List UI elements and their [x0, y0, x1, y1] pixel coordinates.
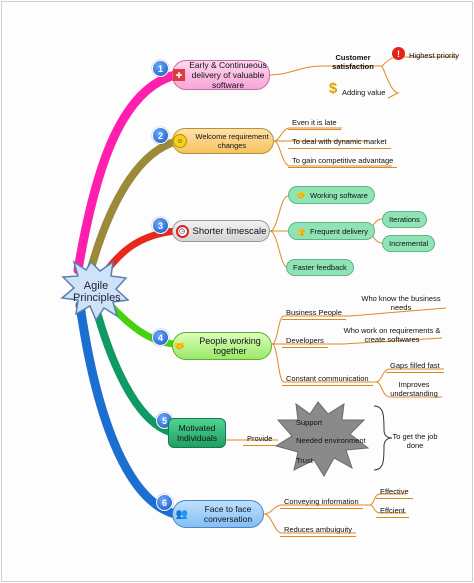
exclamation-icon: !	[392, 47, 405, 60]
branch-1-number: 1	[152, 60, 169, 77]
branch-5-label: Motivated Individuals	[176, 423, 218, 443]
branch-4-number: 4	[152, 329, 169, 346]
b3-incremental: Incremental	[382, 235, 436, 252]
branch-6-node[interactable]: 👥 Face to face conversation	[172, 500, 264, 528]
b4-developers: Developers	[282, 334, 328, 348]
b5-needed-environment: Needed environment	[296, 436, 366, 445]
b6-connector	[263, 504, 370, 534]
branch-2-line	[86, 137, 182, 276]
gift-icon: ✚	[173, 69, 185, 81]
b4-improves-understanding: Improves understanding	[390, 380, 438, 398]
central-node: Agile Principles	[64, 276, 128, 308]
central-star-shape	[60, 260, 130, 322]
b4-business-people: Business People	[282, 306, 346, 320]
b3-working-label: Working software	[310, 190, 368, 200]
b1-customer-satisfaction: Customer satisfaction	[332, 53, 374, 71]
smiley-icon: ☺	[173, 134, 187, 148]
branch-1-label: Early & Continueous delivery of valuable…	[189, 60, 267, 90]
dollar-icon: $	[328, 79, 338, 97]
b1-leaf-highest-priority: Highest priority	[409, 51, 460, 60]
b5-support: Support	[296, 418, 323, 427]
people-icon: 👥	[175, 508, 189, 520]
b5-trust: Trust	[296, 456, 313, 465]
handshake-icon: 🤝	[296, 190, 306, 200]
central-label: Agile Principles	[73, 280, 121, 304]
branch-2-node[interactable]: ☺ Welcome requirement changes	[172, 128, 274, 154]
b3-faster-feedback: Faster feedback	[286, 259, 354, 276]
b6-note-connector	[369, 493, 406, 514]
b2-leaf-dynamic-market: To deal with dynamic market	[288, 135, 391, 149]
b3-connector	[269, 195, 289, 269]
branch-3-number: 3	[152, 217, 169, 234]
branch-4-node[interactable]: 🤝 People working together	[172, 332, 272, 360]
branch-3-label: Shorter timescale	[192, 225, 267, 237]
b1-leaf-connector	[381, 56, 458, 99]
branch-6-label: Face to face conversation	[203, 504, 253, 524]
thumbs-up-icon: 👍	[296, 226, 306, 236]
b3-working-software: 🤝 Working software	[288, 186, 375, 204]
b4-business-note: Who know the business needs	[361, 294, 441, 312]
b2-leaf-even-late: Even it is late	[288, 116, 341, 130]
b2-leaf-competitive: To gain competitive advantage	[288, 154, 398, 168]
branch-2-label: Welcome requirement changes	[195, 132, 269, 150]
b1-leaf-adding-value: Adding value	[342, 88, 386, 97]
b3-frequent-delivery: 👍 Frequent delivery	[288, 222, 375, 240]
alarm-clock-icon: ◷	[175, 224, 189, 238]
branch-4-label: People working together	[199, 336, 261, 356]
b6-efficient: Effcient	[376, 504, 409, 518]
b1-connector	[269, 65, 382, 76]
handshake-icon: 🤝	[174, 340, 186, 351]
branch-2-number: 2	[152, 127, 169, 144]
b3-frequent-label: Frequent delivery	[310, 226, 368, 236]
b5-star-shape	[274, 401, 370, 477]
branch-1-line	[73, 70, 180, 275]
branch-1-node[interactable]: ✚ Early & Continueous delivery of valuab…	[172, 60, 270, 90]
b5-brace	[373, 405, 393, 471]
b6-conveying-information: Conveying information	[280, 495, 363, 509]
branch-3-node[interactable]: ◷ Shorter timescale	[172, 220, 270, 242]
b6-effective: Effective	[376, 485, 413, 499]
b4-connector	[271, 315, 376, 383]
b5-provide: Provide	[243, 432, 277, 446]
b4-developers-note: Who work on requirements & create softwa…	[343, 326, 441, 344]
b6-reduces-ambiguity: Reduces ambuiguity	[280, 523, 356, 537]
b3-iterations: Iterations	[382, 211, 427, 228]
b5-note: To get the job done	[392, 432, 438, 450]
b2-connector	[273, 127, 392, 167]
branch-5-node[interactable]: Motivated Individuals	[168, 418, 226, 448]
b4-gaps-filled: Gaps filled fast	[386, 359, 444, 373]
b4-constant-communication: Constant communication	[282, 372, 373, 386]
branch-6-number: 6	[156, 494, 173, 511]
b4-note-connector	[342, 307, 447, 398]
